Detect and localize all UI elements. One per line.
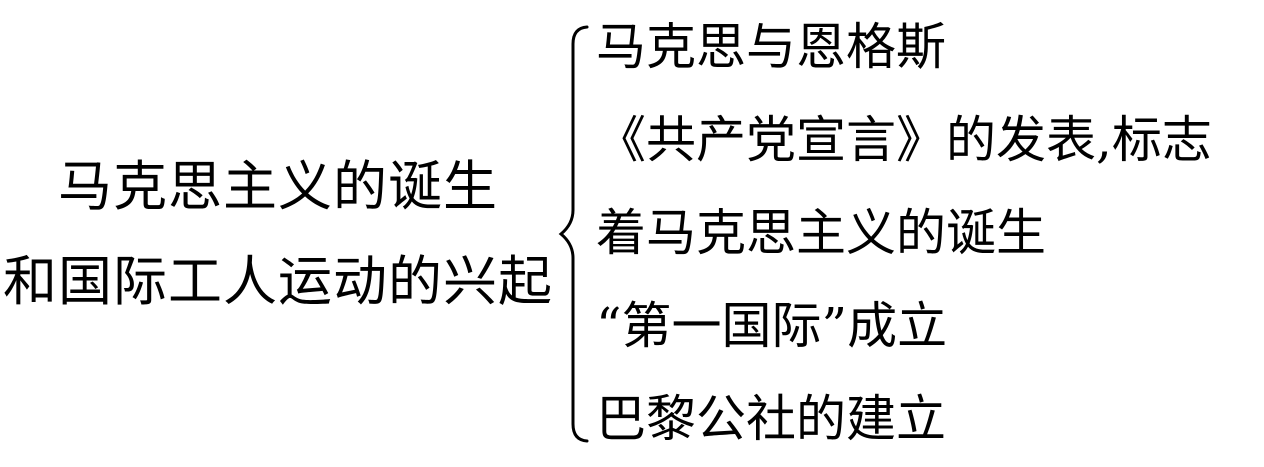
branch-item-2-line-2: 着马克思主义的诞生: [596, 204, 1046, 262]
branch-item-4: 巴黎公社的建立: [596, 390, 946, 448]
branch-item-3: “第一国际”成立: [596, 297, 948, 355]
topic-line-1: 马克思主义的诞生: [58, 154, 498, 218]
branch-item-2-line-1: 《共产党宣言》的发表,标志: [596, 111, 1212, 169]
curly-brace-icon: [556, 24, 590, 444]
branch-list: 马克思与恩格斯 《共产党宣言》的发表,标志 着马克思主义的诞生 “第一国际”成立…: [590, 1, 1264, 466]
topic-label: 马克思主义的诞生 和国际工人运动的兴起: [0, 139, 556, 329]
topic-line-2: 和国际工人运动的兴起: [3, 249, 553, 313]
branch-item-1: 马克思与恩格斯: [596, 18, 946, 76]
